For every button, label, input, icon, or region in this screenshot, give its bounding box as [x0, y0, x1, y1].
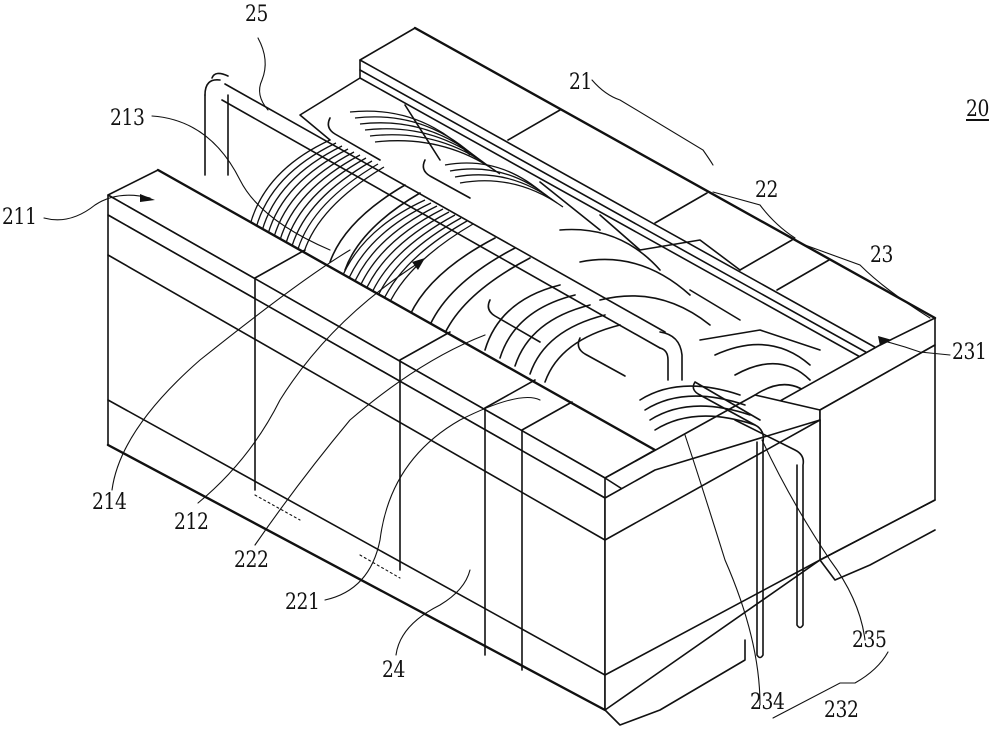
label-21: 21 — [569, 70, 592, 95]
label-232: 232 — [824, 698, 859, 723]
label-24: 24 — [382, 658, 405, 683]
label-214: 214 — [92, 490, 127, 515]
label-212: 212 — [174, 510, 209, 535]
label-23: 23 — [870, 243, 893, 268]
label-231: 231 — [952, 340, 987, 365]
label-222: 222 — [234, 548, 269, 573]
leader-lines — [43, 37, 951, 719]
back-rail — [359, 26, 937, 369]
label-assembly-20: 20 — [966, 97, 989, 122]
label-221: 221 — [285, 590, 320, 615]
middle-bobbin — [484, 284, 621, 383]
output-pins — [639, 381, 805, 659]
front-winding-band-1 — [249, 139, 421, 271]
label-22: 22 — [755, 178, 778, 203]
label-213: 213 — [110, 106, 145, 131]
rear-winding — [349, 110, 564, 208]
inner-pins — [327, 117, 626, 377]
label-25: 25 — [245, 2, 268, 27]
label-234: 234 — [750, 690, 785, 715]
front-block — [106, 168, 657, 712]
label-235: 235 — [852, 628, 887, 653]
right-end-block — [604, 317, 936, 726]
pin-bar — [204, 72, 683, 381]
label-211: 211 — [2, 205, 37, 230]
